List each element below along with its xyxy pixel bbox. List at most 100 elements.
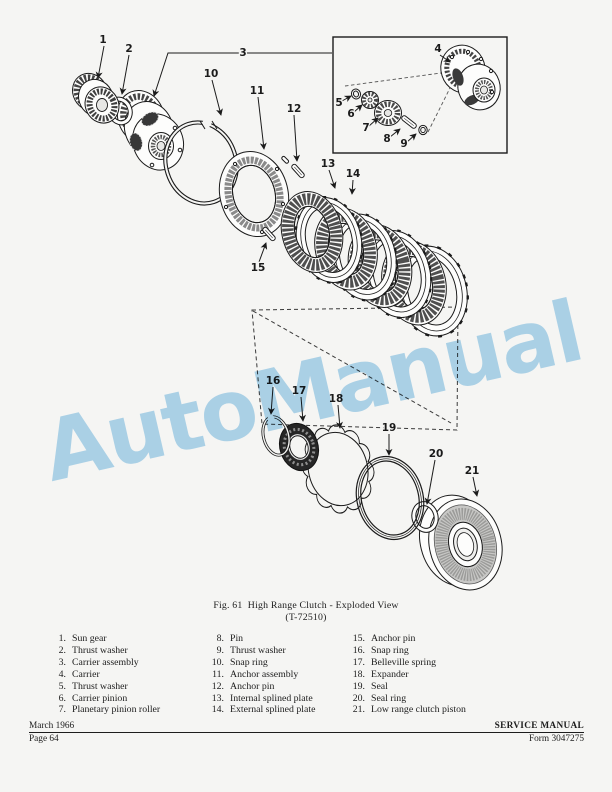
part-11-anchor-assembly [218, 150, 290, 238]
callout-20: 20 [429, 448, 444, 460]
callout-3: 3 [239, 47, 246, 59]
part-number: 9. [216, 644, 224, 656]
callout-11: 11 [250, 85, 265, 97]
part-10-snap-ring [163, 118, 239, 206]
part-9-thrust-washer [418, 124, 428, 136]
callout-7: 7 [362, 122, 369, 134]
callout-14: 14 [346, 168, 361, 180]
part-label: Expander [371, 668, 409, 680]
part-label: Thrust washer [72, 644, 128, 656]
part-label: Pin [230, 633, 244, 644]
part-6-carrier-pinion [361, 91, 379, 109]
callout-4: 4 [434, 43, 441, 55]
part-row: 13.Internal splined plate [188, 693, 329, 705]
part-number: 12. [211, 680, 224, 692]
part-number: 1. [58, 633, 66, 644]
page-footer: March 1966 SERVICE MANUAL Page 64 Form 3… [29, 721, 584, 745]
part-number: 11. [212, 668, 224, 680]
part-label: Sun gear [72, 633, 107, 644]
callout-9: 9 [400, 138, 407, 150]
callout-5: 5 [335, 97, 342, 109]
part-number: 2. [58, 644, 66, 656]
callout-17: 17 [292, 385, 307, 397]
part-label: Carrier assembly [72, 656, 139, 668]
footer-form-number: Form 3047275 [528, 734, 584, 744]
part-label: Anchor pin [371, 633, 416, 644]
parts-column-1: 1. Sun gear 2. Thrust washer 3. Carrier assem… [30, 633, 188, 716]
part-row: 1. Sun gear [30, 633, 188, 645]
part-number: 19. [352, 680, 365, 692]
part-number: 6. [58, 692, 66, 704]
part-18-expander [301, 424, 375, 514]
inset-detail-box [332, 36, 508, 154]
part-row: 21.Low range clutch piston [329, 704, 529, 716]
part-17-belleville-spring [279, 422, 319, 472]
part-number: 20. [352, 692, 365, 704]
callout-8: 8 [383, 133, 390, 145]
part-4-carrier [440, 44, 501, 111]
footer-manual-name: SERVICE MANUAL [494, 721, 584, 731]
callout-18: 18 [329, 393, 344, 405]
footer-date: March 1966 [29, 721, 75, 731]
internal-splined-plate [280, 191, 344, 273]
part-label: Belleville spring [371, 656, 437, 668]
part-number: 16. [352, 644, 365, 656]
part-label: Anchor pin [230, 680, 275, 692]
part-row: 8. Pin [188, 633, 329, 645]
assembly-outline-dashed [251, 306, 459, 431]
part-row: 9.Thrust washer [188, 645, 329, 657]
part-number: 17. [352, 656, 365, 668]
part-row: 4. Carrier [30, 669, 188, 681]
part-label: Seal ring [371, 692, 407, 704]
part-row: 2. Thrust washer [30, 645, 188, 657]
part-number: 14. [211, 704, 224, 716]
part-19-seal [355, 455, 425, 541]
callout-2: 2 [125, 43, 132, 55]
part-label: Snap ring [230, 656, 268, 668]
part-row: 17. Belleville spring [329, 657, 529, 669]
part-row: 20. Seal ring [329, 693, 529, 705]
part-number: 7. [58, 704, 66, 716]
part-number: 4. [58, 668, 66, 680]
footer-rule-row: March 1966 SERVICE MANUAL [29, 721, 584, 733]
part-row: 3. Carrier assembly [30, 657, 188, 669]
part-number: 18. [352, 668, 365, 680]
callout-21: 21 [465, 465, 480, 477]
figure-caption-block: Fig. 61 High Range Clutch - Exploded Vie… [0, 600, 612, 623]
part-8-pin [401, 115, 417, 129]
figure-reference: (T-72510) [285, 611, 327, 623]
leader-lines [95, 45, 480, 505]
part-number: 21. [352, 704, 365, 716]
footer-page-number: Page 64 [29, 734, 59, 744]
part-label: Carrier pinion [72, 692, 128, 704]
parts-list: 1. Sun gear 2. Thrust washer 3. Carrier assem… [30, 633, 592, 716]
part-label: Seal [371, 680, 388, 692]
part-12-anchor-pin [291, 163, 305, 179]
part-5-thrust-washer [350, 88, 362, 100]
part-1-sun-gear [72, 72, 120, 124]
callout-16: 16 [266, 375, 281, 387]
part-7-planetary-pinion-roller [374, 100, 402, 126]
callout-1: 1 [99, 34, 106, 46]
footer-info-row: Page 64 Form 3047275 [29, 733, 584, 745]
callout-19: 19 [382, 422, 397, 434]
callout-6: 6 [347, 108, 354, 120]
part-row: 6. Carrier pinion [30, 693, 188, 705]
part-label: Thrust washer [72, 680, 128, 692]
part-row: 15.Anchor pin [329, 633, 529, 645]
part-row: 14.External splined plate [188, 704, 329, 716]
callout-12: 12 [287, 103, 302, 115]
part-15-anchor-pin [262, 226, 276, 242]
part-row: 16.Snap ring [329, 645, 529, 657]
part-label: Carrier [72, 668, 100, 680]
part-row: 12. Anchor pin [188, 681, 329, 693]
part-16-snap-ring [261, 415, 291, 457]
figure-caption: Fig. 61 High Range Clutch - Exploded Vie… [213, 600, 399, 611]
part-number: 13. [211, 692, 224, 704]
part-number: 8. [216, 633, 224, 644]
part-number: 3. [58, 656, 66, 668]
callout-13: 13 [321, 158, 336, 170]
part-row: 10.Snap ring [188, 657, 329, 669]
